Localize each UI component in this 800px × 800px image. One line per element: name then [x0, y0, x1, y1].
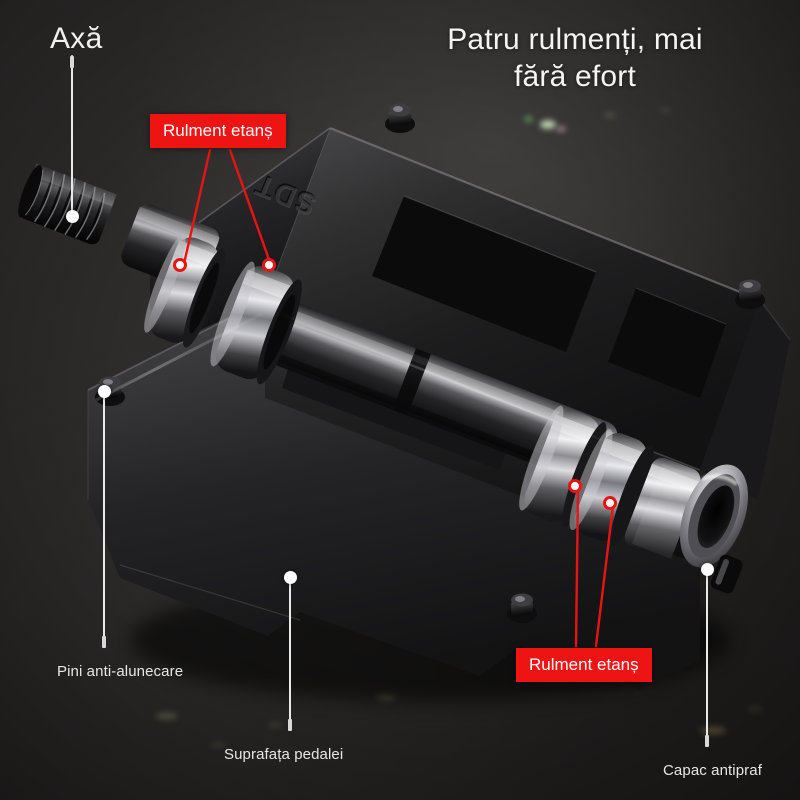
- marker-red-ring-sealed-bearing-left: [262, 258, 276, 272]
- marker-white-dot-dust-cap: [700, 562, 714, 576]
- leader-cap-axle: [70, 56, 74, 68]
- marker-red-ring-sealed-bearing-left: [173, 258, 187, 272]
- leader-cap-dust-cap: [705, 735, 709, 747]
- callout-badge-sealed-bearing-left: Rulment etanș: [150, 114, 286, 148]
- marker-white-dot-axle: [65, 209, 79, 223]
- marker-white-dot-pedal-surface: [283, 570, 297, 584]
- callout-label-axle: Axă: [50, 22, 103, 55]
- callout-badge-sealed-bearing-right: Rulment etanș: [516, 648, 652, 682]
- leader-cap-pedal-surface: [288, 719, 292, 731]
- callout-label-anti-slip-pins: Pini anti-alunecare: [57, 663, 184, 680]
- headline: Patru rulmenți, mai fără efort: [350, 22, 800, 95]
- marker-red-ring-sealed-bearing-right: [603, 496, 617, 510]
- callout-label-pedal-surface: Suprafața pedalei: [224, 746, 344, 763]
- leader-cap-anti-slip-pins: [102, 636, 106, 648]
- marker-red-ring-sealed-bearing-right: [568, 479, 582, 493]
- marker-white-dot-anti-slip-pins: [97, 384, 111, 398]
- callout-label-dust-cap: Capac antipraf: [663, 762, 762, 779]
- headline-line-2: fără efort: [513, 59, 637, 93]
- headline-line-1: Patru rulmenți, mai: [447, 23, 703, 56]
